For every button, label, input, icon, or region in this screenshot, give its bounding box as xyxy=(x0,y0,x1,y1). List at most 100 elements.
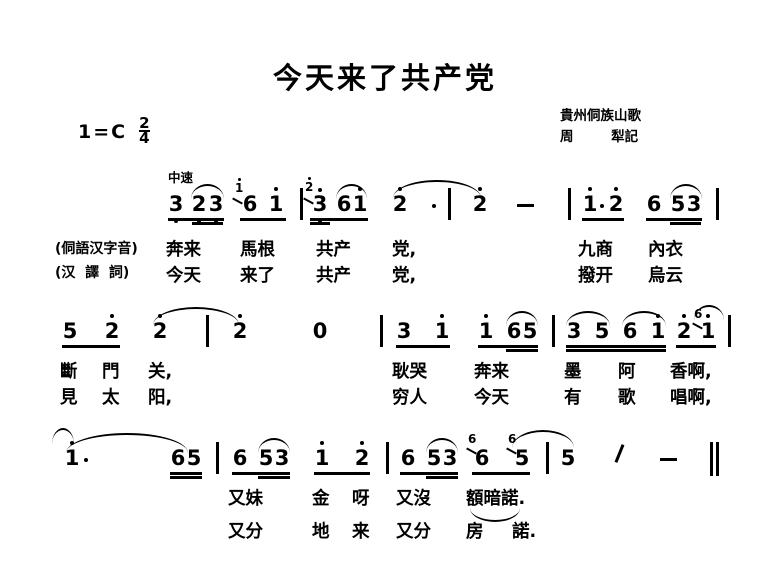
slur xyxy=(566,311,610,326)
lyric: 又分 xyxy=(396,522,431,542)
tie xyxy=(393,180,481,198)
slur xyxy=(506,311,538,326)
lyric: 房 xyxy=(466,522,484,542)
note: 6 xyxy=(646,192,662,216)
beam xyxy=(400,472,458,475)
note: 6 xyxy=(474,446,490,470)
lyric: 又沒 xyxy=(396,489,431,509)
grace-note: 6 xyxy=(468,432,477,446)
slur xyxy=(670,184,702,199)
lyric: 額暗諾. xyxy=(466,489,526,509)
beam xyxy=(506,349,538,352)
beam xyxy=(566,349,666,352)
augmentation-dot xyxy=(432,204,436,208)
beam xyxy=(396,345,450,348)
lyric: 来 xyxy=(352,522,370,542)
beam xyxy=(310,222,330,225)
grace-note: 2 xyxy=(305,177,314,194)
lyric: 馬根 xyxy=(240,240,275,260)
note: 5 xyxy=(560,446,576,470)
slur xyxy=(426,438,458,453)
lyric: 諾. xyxy=(512,522,537,542)
lyric: 歌 xyxy=(618,388,636,408)
barline xyxy=(568,188,571,220)
rest: 0 xyxy=(312,319,328,343)
lyric: 又分 xyxy=(228,522,263,542)
system-3: 1 6 5 6 5 3 1 2 6 5 3 6 6 xyxy=(0,428,770,479)
beam xyxy=(240,218,286,221)
lyric: 撥开 xyxy=(578,266,613,286)
note: 5 xyxy=(514,446,530,470)
credits-block: 貴州侗族山歌 周 犁記 xyxy=(560,106,641,148)
beam xyxy=(478,345,538,348)
beam xyxy=(170,472,202,475)
lyric: 太 xyxy=(102,388,120,408)
lyric: 門 xyxy=(102,362,120,382)
beam xyxy=(676,345,716,348)
lyric: 关, xyxy=(148,362,173,382)
tie xyxy=(153,307,239,325)
lyric: 今天 xyxy=(474,388,509,408)
credit-source: 貴州侗族山歌 xyxy=(560,108,641,124)
key-name: C xyxy=(111,121,126,143)
beam xyxy=(646,218,702,221)
beam xyxy=(168,218,224,221)
tie-incoming xyxy=(52,428,74,444)
barline xyxy=(380,315,383,347)
note: 2 xyxy=(232,314,248,343)
key-equals: = xyxy=(93,121,110,143)
slur xyxy=(258,438,290,453)
lyric: 来了 xyxy=(240,266,275,286)
beam xyxy=(310,218,368,221)
note: 2 xyxy=(472,187,488,216)
beam xyxy=(62,345,120,348)
note-extension-dash xyxy=(660,458,677,461)
note: 6 xyxy=(232,446,248,470)
slur xyxy=(694,305,724,320)
barline xyxy=(386,442,389,474)
lyric: 斷 xyxy=(60,362,78,382)
note: 2 xyxy=(354,441,370,470)
note: 1 xyxy=(314,441,330,470)
note: 3 xyxy=(312,192,328,223)
lyric: 香啊, xyxy=(670,362,712,382)
lyric-row-label-1: (侗語汉字音) xyxy=(55,241,138,257)
slur xyxy=(336,184,367,199)
lyric: 有 xyxy=(564,388,582,408)
tie xyxy=(66,433,188,453)
barline xyxy=(546,442,549,474)
lyric: 呀 xyxy=(352,489,370,509)
barline xyxy=(552,315,555,347)
lyric: 烏云 xyxy=(648,266,683,286)
note-extension-dash xyxy=(517,204,534,207)
lyric: 今天 xyxy=(166,266,201,286)
slur xyxy=(622,311,666,326)
barline xyxy=(448,188,451,220)
lyric: 又妹 xyxy=(228,489,263,509)
lyric: 党, xyxy=(392,240,417,260)
time-signature: 2 4 xyxy=(139,116,150,147)
grace-note: 6 xyxy=(508,432,517,446)
page-title: 今天来了共产党 xyxy=(272,61,497,95)
note: 5 xyxy=(62,319,78,343)
beam xyxy=(170,476,202,479)
breath-mark xyxy=(614,444,625,463)
note: 6 xyxy=(242,192,258,216)
note: 3 xyxy=(396,319,412,343)
lyric: 耿哭 xyxy=(392,362,427,382)
meter-denominator: 4 xyxy=(139,129,150,147)
lyric: 阿 xyxy=(618,362,636,382)
lyric: 奔来 xyxy=(474,362,509,382)
tempo-marking: 中速 xyxy=(168,170,194,185)
beam xyxy=(258,476,290,479)
beam xyxy=(472,472,530,475)
barline xyxy=(716,188,719,220)
note: 5 xyxy=(186,446,202,470)
beam xyxy=(192,222,223,225)
lyric: 党, xyxy=(392,266,417,286)
slur xyxy=(512,430,574,448)
beam xyxy=(314,472,370,475)
lyric: 墨 xyxy=(564,362,582,382)
lyric: 見 xyxy=(60,388,78,408)
lyric-melisma-slur xyxy=(470,508,520,522)
